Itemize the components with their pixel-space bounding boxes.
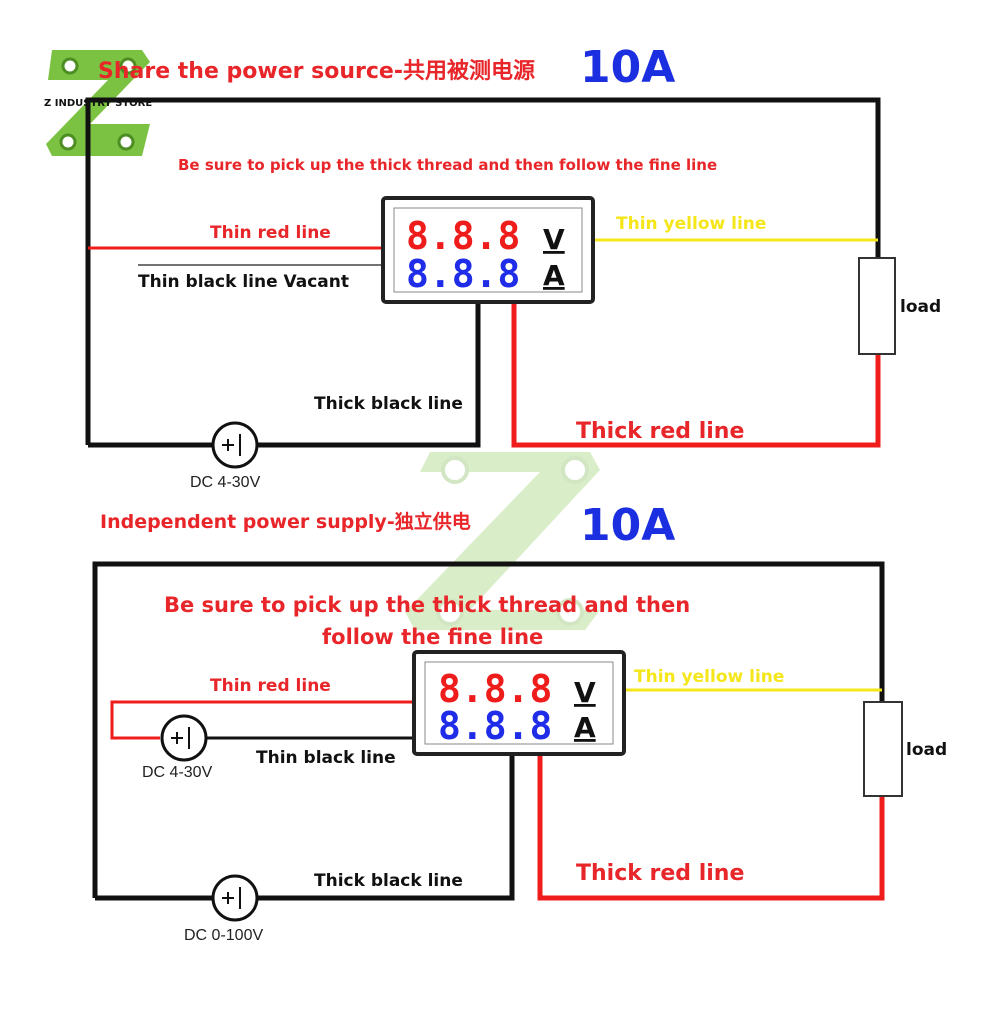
top-amp-reading: 8.8.8: [406, 252, 520, 296]
top-source-label: DC 4-30V: [190, 474, 261, 491]
bottom-thick-black-label: Thick black line: [314, 871, 463, 891]
top-thick-red-label: Thick red line: [576, 419, 744, 444]
bottom-note-line2: follow the fine line: [322, 625, 543, 649]
dc-source-main-icon: [211, 874, 259, 922]
top-current-rating: 10A: [580, 42, 675, 93]
bottom-circuit: [92, 561, 903, 922]
dc-source-small-icon: [160, 714, 208, 762]
load-resistor-icon: [863, 701, 903, 797]
top-thin-red-label: Thin red line: [210, 223, 331, 243]
store-logo: Z INDUSTRY STORE: [44, 50, 152, 156]
top-circuit: [85, 97, 896, 469]
top-title: Share the power source-共用被测电源: [98, 59, 535, 84]
top-load-label: load: [900, 297, 941, 317]
top-thin-yellow-label: Thin yellow line: [616, 214, 766, 234]
bottom-volt-unit: V: [574, 676, 596, 709]
bottom-thin-red-label: Thin red line: [210, 676, 331, 696]
top-volt-unit: V: [543, 223, 565, 256]
bottom-title: Independent power supply-独立供电: [100, 510, 471, 533]
bottom-amp-unit: A: [574, 711, 596, 744]
bottom-note-line1: Be sure to pick up the thick thread and …: [164, 593, 690, 617]
bottom-load-label: load: [906, 740, 947, 760]
watermark-logo: [405, 452, 600, 630]
logo-text: Z INDUSTRY STORE: [44, 98, 152, 109]
top-thin-black-label: Thin black line Vacant: [138, 272, 349, 292]
top-note: Be sure to pick up the thick thread and …: [178, 156, 717, 174]
bottom-thin-black-label: Thin black line: [256, 748, 396, 768]
bottom-volt-reading: 8.8.8: [438, 667, 552, 711]
bottom-source-small-label: DC 4-30V: [142, 764, 213, 781]
top-thick-black-label: Thick black line: [314, 394, 463, 414]
bottom-source-main-label: DC 0-100V: [184, 927, 263, 944]
dc-source-icon: [211, 421, 259, 469]
bottom-current-rating: 10A: [580, 500, 675, 551]
bottom-thin-yellow-label: Thin yellow line: [634, 667, 784, 687]
bottom-thick-red-label: Thick red line: [576, 861, 744, 886]
top-amp-unit: A: [543, 259, 565, 292]
load-resistor-icon: [858, 257, 896, 355]
top-volt-reading: 8.8.8: [406, 214, 520, 258]
bottom-amp-reading: 8.8.8: [438, 704, 552, 748]
